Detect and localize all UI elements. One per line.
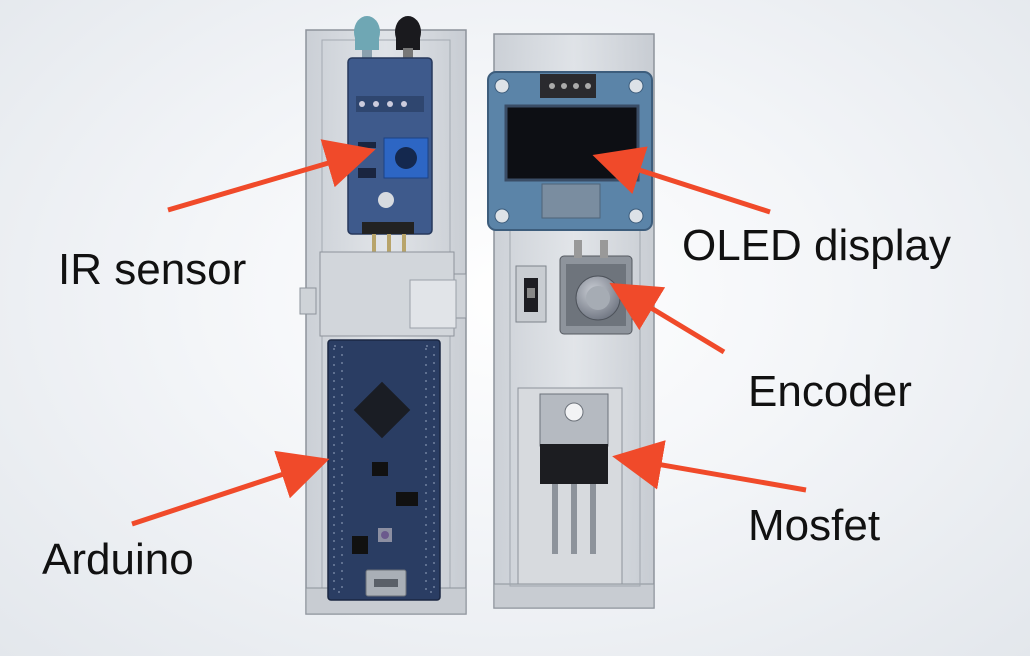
oled-module bbox=[487, 71, 653, 231]
ir-sensor-label: IR sensor bbox=[58, 245, 247, 294]
arrow-encoder bbox=[609, 282, 726, 355]
arrow-arduino bbox=[131, 450, 330, 527]
right-case-bottom-cap bbox=[493, 583, 655, 609]
oled-screen bbox=[504, 104, 640, 182]
arrow-mosfet bbox=[612, 440, 807, 493]
mosfet-body bbox=[540, 444, 608, 484]
arrow-oled-display bbox=[592, 146, 771, 215]
encoder-label: Encoder bbox=[748, 367, 912, 416]
mosfet-component bbox=[517, 387, 623, 585]
arrow-ir-sensor bbox=[167, 139, 376, 213]
arduino-board bbox=[327, 339, 441, 601]
callout-arrows bbox=[131, 139, 807, 527]
left-side-tab bbox=[299, 287, 317, 315]
arduino-label: Arduino bbox=[42, 535, 194, 584]
ir-sensor-board bbox=[347, 57, 433, 235]
slide-switch bbox=[515, 265, 547, 323]
oled-display-label: OLED display bbox=[682, 221, 952, 270]
mosfet-label: Mosfet bbox=[748, 501, 881, 550]
